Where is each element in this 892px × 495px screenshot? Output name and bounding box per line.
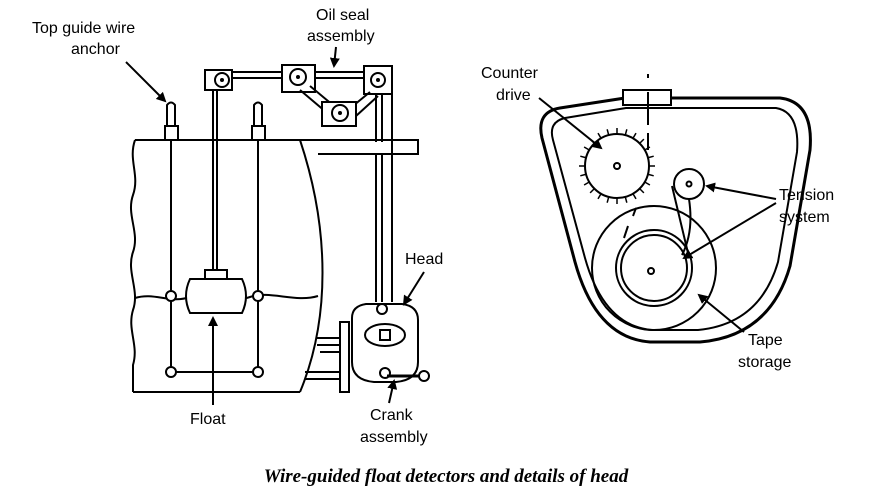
label-top-guide-wire-anchor: Top guide wire anchor <box>32 20 167 103</box>
label-counter-drive: Counter drive <box>481 65 603 150</box>
tape-storage-label-line2: storage <box>738 354 791 371</box>
roof-platform <box>300 139 419 155</box>
gear-tooth <box>580 173 587 177</box>
head <box>305 303 419 393</box>
gear-tooth <box>624 129 628 136</box>
gear-tooth <box>639 188 645 194</box>
gear-tooth <box>644 181 651 186</box>
gear-tooth <box>580 155 587 159</box>
crank-assembly-label-line2: assembly <box>360 429 428 446</box>
head-detail <box>539 74 812 344</box>
figure-caption: Wire-guided float detectors and details … <box>264 466 629 487</box>
crank-assembly-label-line1: Crank <box>370 407 414 424</box>
wire-conduit <box>375 94 393 302</box>
gear-tooth <box>606 196 610 203</box>
guide-wires <box>170 140 259 373</box>
float-label: Float <box>190 411 226 428</box>
float-wire <box>212 85 218 270</box>
gear-tooth <box>632 193 637 200</box>
tension-system-label-line2: system <box>779 209 830 226</box>
oil-seal-assembly <box>204 64 393 142</box>
gear-tooth <box>639 138 645 144</box>
oil-seal-assembly-label-line2: assembly <box>307 28 375 45</box>
label-float: Float <box>190 316 226 428</box>
label-tension-system: Tension system <box>682 182 834 260</box>
gear-tooth <box>583 181 590 186</box>
counter-drive-label-line2: drive <box>496 87 531 104</box>
top-guide-wire-anchor-label-line1: Top guide wire <box>32 20 135 37</box>
anchor-left <box>164 101 179 141</box>
gear-tooth <box>647 155 654 159</box>
head-label: Head <box>405 251 443 268</box>
gear-tooth <box>597 193 602 200</box>
gear-tooth <box>632 132 637 139</box>
gear-tooth <box>647 173 654 177</box>
tension-system-label-line1: Tension <box>779 187 834 204</box>
float <box>165 269 264 378</box>
crank-assembly <box>387 370 430 382</box>
gear-tooth <box>597 132 602 139</box>
tank <box>129 139 324 393</box>
tape-storage-label-line1: Tape <box>748 332 783 349</box>
gear-tooth <box>624 196 628 203</box>
counter-drive-label-line1: Counter <box>481 65 539 82</box>
gear-tooth <box>606 129 610 136</box>
label-head: Head <box>402 251 443 306</box>
label-crank-assembly: Crank assembly <box>360 379 428 446</box>
label-oil-seal-assembly: Oil seal assembly <box>307 7 375 68</box>
anchor-right <box>251 101 266 141</box>
top-guide-wire-anchor-label-line2: anchor <box>71 41 121 58</box>
label-tape-storage: Tape storage <box>697 293 791 371</box>
gear-tooth <box>583 146 590 151</box>
gear-tooth <box>644 146 651 151</box>
oil-seal-assembly-label-line1: Oil seal <box>316 7 369 24</box>
gear-tooth <box>589 188 595 194</box>
